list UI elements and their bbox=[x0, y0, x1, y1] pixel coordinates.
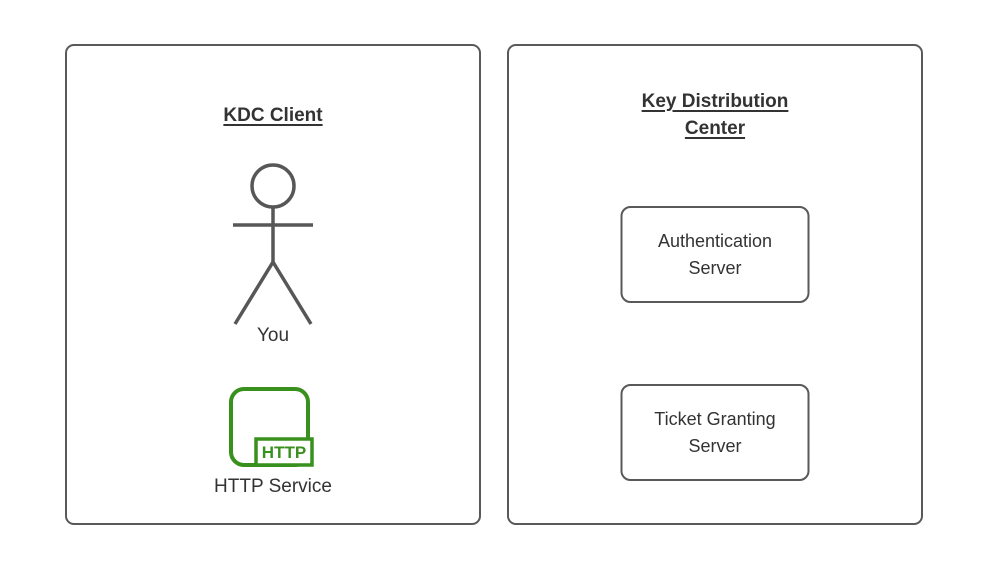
kdc-client-title-text: KDC Client bbox=[223, 105, 323, 126]
kdc-title: Key Distribution Center bbox=[509, 88, 921, 142]
actor-label: You bbox=[256, 325, 290, 346]
ticket-granting-server-label: Ticket Granting Server bbox=[654, 408, 776, 456]
kdc-title-text: Key Distribution Center bbox=[641, 91, 789, 139]
http-service-icon: HTTP bbox=[229, 387, 314, 467]
http-badge-text: HTTP bbox=[262, 443, 306, 462]
actor-icon bbox=[233, 163, 313, 325]
key-distribution-center-panel: Key Distribution Center Authentication S… bbox=[507, 44, 923, 525]
kdc-client-title: KDC Client bbox=[67, 102, 479, 129]
authentication-server-node: Authentication Server bbox=[620, 206, 810, 303]
http-service-label: HTTP Service bbox=[214, 476, 332, 497]
kdc-client-panel: KDC Client You HTTP HTTP Service bbox=[65, 44, 481, 525]
ticket-granting-server-node: Ticket Granting Server bbox=[620, 384, 810, 481]
authentication-server-label: Authentication Server bbox=[657, 230, 773, 278]
